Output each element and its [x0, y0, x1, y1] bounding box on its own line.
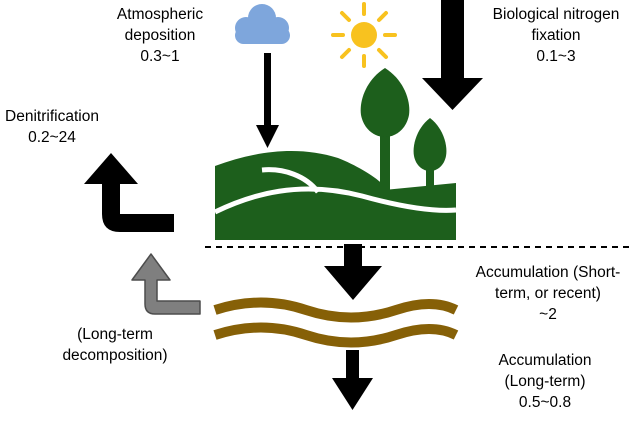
biological-fixation-label: Biological nitrogen fixation 0.1~3	[472, 4, 640, 67]
biological-fixation-arrow	[422, 0, 483, 110]
long-term-decomposition-line1: (Long-term	[77, 326, 153, 343]
denitrification-label: Denitrification 0.2~24	[0, 106, 104, 148]
landscape-icon	[213, 68, 457, 240]
long-term-decomposition-line2: decomposition)	[62, 347, 168, 364]
cloud-icon	[235, 4, 290, 44]
atmospheric-deposition-value: 0.3~1	[140, 48, 180, 65]
accumulation-long-arrow	[332, 350, 373, 410]
accumulation-short-value: ~2	[539, 306, 557, 323]
accumulation-short-line1: Accumulation (Short-	[475, 264, 621, 281]
atmospheric-deposition-arrow	[256, 53, 279, 148]
biological-fixation-value: 0.1~3	[536, 48, 576, 65]
soil-layers-icon	[213, 297, 459, 348]
long-term-decomposition-label: (Long-term decomposition)	[30, 324, 200, 366]
accumulation-long-label: Accumulation (Long-term) 0.5~0.8	[470, 350, 620, 413]
long-term-decomposition-arrow	[131, 253, 201, 315]
denitrification-arrow	[84, 153, 174, 232]
accumulation-long-line2: (Long-term)	[504, 373, 586, 390]
accumulation-long-line1: Accumulation	[498, 352, 592, 369]
biological-fixation-line1: Biological nitrogen	[492, 6, 620, 23]
denitrification-value: 0.2~24	[28, 129, 76, 146]
accumulation-short-arrow	[324, 244, 382, 300]
atmospheric-deposition-label: Atmospheric deposition 0.3~1	[100, 4, 220, 67]
biological-fixation-line2: fixation	[531, 27, 581, 44]
sun-icon	[331, 2, 397, 68]
accumulation-short-label: Accumulation (Short- term, or recent) ~2	[456, 262, 640, 325]
accumulation-short-line2: term, or recent)	[495, 285, 601, 302]
accumulation-long-value: 0.5~0.8	[518, 394, 572, 411]
atmospheric-deposition-line2: deposition	[124, 27, 196, 44]
atmospheric-deposition-line1: Atmospheric	[116, 6, 204, 23]
denitrification-line1: Denitrification	[5, 108, 99, 125]
